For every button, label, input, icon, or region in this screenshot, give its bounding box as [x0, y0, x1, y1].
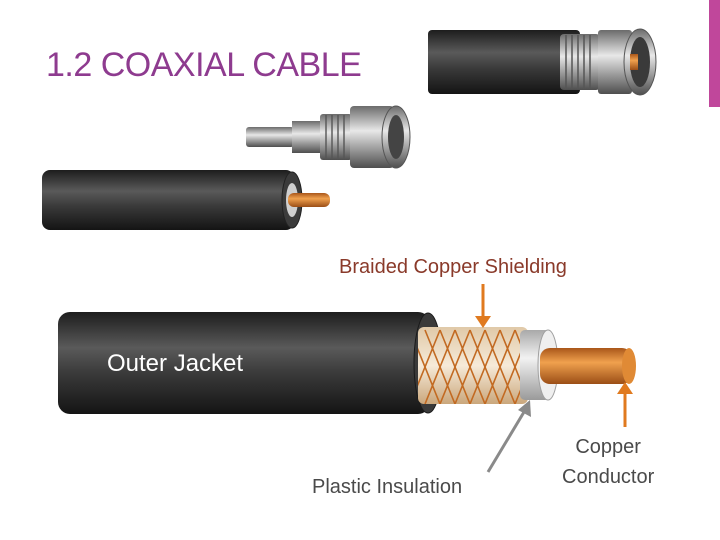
arrow-braided-shielding	[475, 284, 491, 328]
accent-bar	[709, 0, 720, 107]
dissected-coaxial-cable	[58, 312, 636, 414]
bnc-connector-middle	[246, 105, 411, 169]
label-copper-conductor: Copper Conductor	[562, 432, 654, 492]
slide-title: 1.2 COAXIAL CABLE	[46, 46, 362, 84]
label-outer-jacket: Outer Jacket	[107, 350, 244, 377]
braided-copper-shielding	[418, 329, 524, 404]
label-plastic-insulation: Plastic Insulation	[312, 476, 463, 498]
label-copper-conductor-line1: Copper	[575, 436, 641, 458]
arrow-copper-conductor	[617, 382, 633, 427]
copper-conductor	[540, 348, 632, 384]
label-braided-shielding: Braided Copper Shielding	[339, 256, 567, 278]
label-copper-conductor-line2: Conductor	[562, 466, 655, 488]
short-cable-middle-left	[42, 170, 330, 230]
arrow-plastic-insulation	[486, 400, 531, 473]
bnc-cable-top-right	[428, 28, 657, 96]
